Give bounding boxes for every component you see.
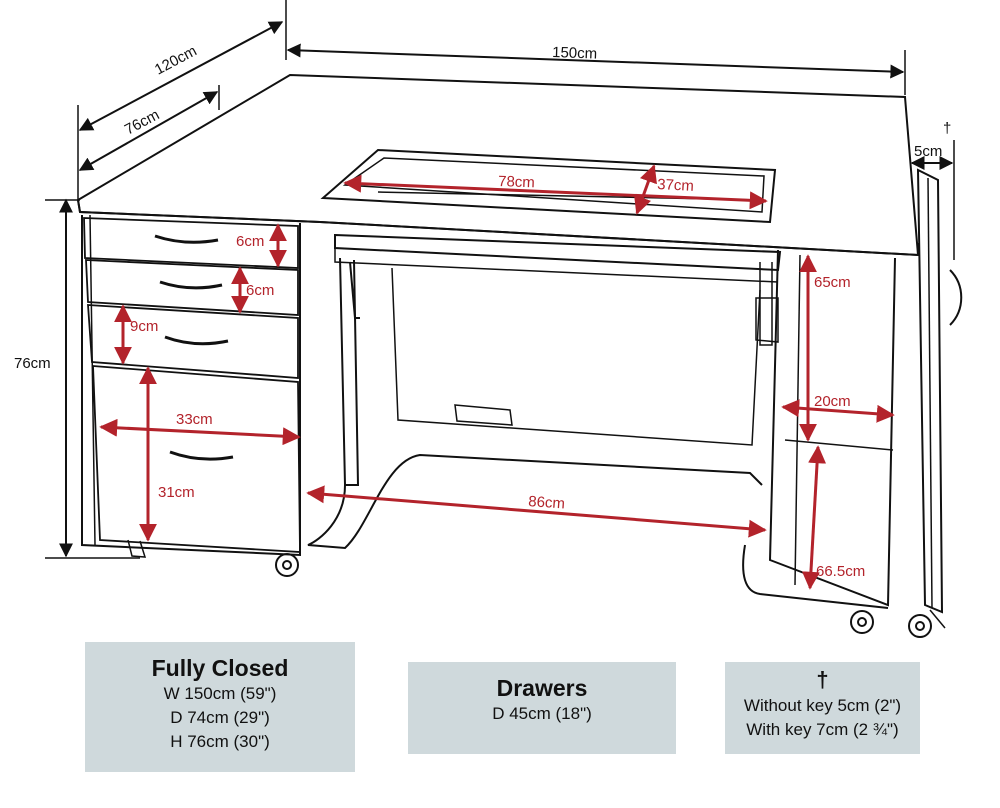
fully-closed-title: Fully Closed: [151, 655, 289, 681]
red-dimension-lines: [99, 164, 895, 590]
closed-height: H 76cm (30"): [170, 732, 270, 751]
right-depth-label: 20cm: [814, 393, 851, 410]
opening-depth-label: 37cm: [657, 176, 695, 195]
cabinet-outline: [76, 73, 963, 638]
side-gap-label: 5cm: [914, 143, 942, 160]
drawer3-height-label: 9cm: [130, 318, 158, 335]
depth-outer-label: 120cm: [152, 42, 200, 78]
top-width-label: 150cm: [552, 44, 598, 63]
opening-width-label: 78cm: [498, 173, 535, 191]
drawers-box: Drawers D 45cm (18"): [408, 662, 676, 754]
height-label: 76cm: [14, 355, 51, 372]
key-note-box: † Without key 5cm (2") With key 7cm (2 ¾…: [725, 662, 920, 754]
drawers-title: Drawers: [496, 675, 588, 701]
right-upper-height-label: 65cm: [814, 274, 851, 291]
drawers-depth: D 45cm (18"): [492, 704, 592, 723]
drawer2-height-label: 6cm: [246, 282, 274, 299]
drawer-width-label: 33cm: [176, 411, 213, 428]
fully-closed-box: Fully Closed W 150cm (59") D 74cm (29") …: [85, 642, 355, 772]
black-dimension-lines: [45, 0, 955, 559]
without-key-width: Without key 5cm (2"): [743, 696, 902, 715]
drawer4-height-label: 31cm: [158, 484, 195, 501]
key-note-dagger: †: [816, 667, 829, 692]
dagger-mark: †: [943, 120, 951, 137]
knee-width-label: 86cm: [528, 493, 566, 513]
closed-depth: D 74cm (29"): [170, 708, 270, 727]
closed-width: W 150cm (59"): [163, 684, 277, 703]
with-key-width: With key 7cm (2 ¾"): [746, 720, 899, 739]
drawer1-height-label: 6cm: [236, 233, 264, 250]
right-lower-height-label: 66.5cm: [816, 563, 865, 580]
